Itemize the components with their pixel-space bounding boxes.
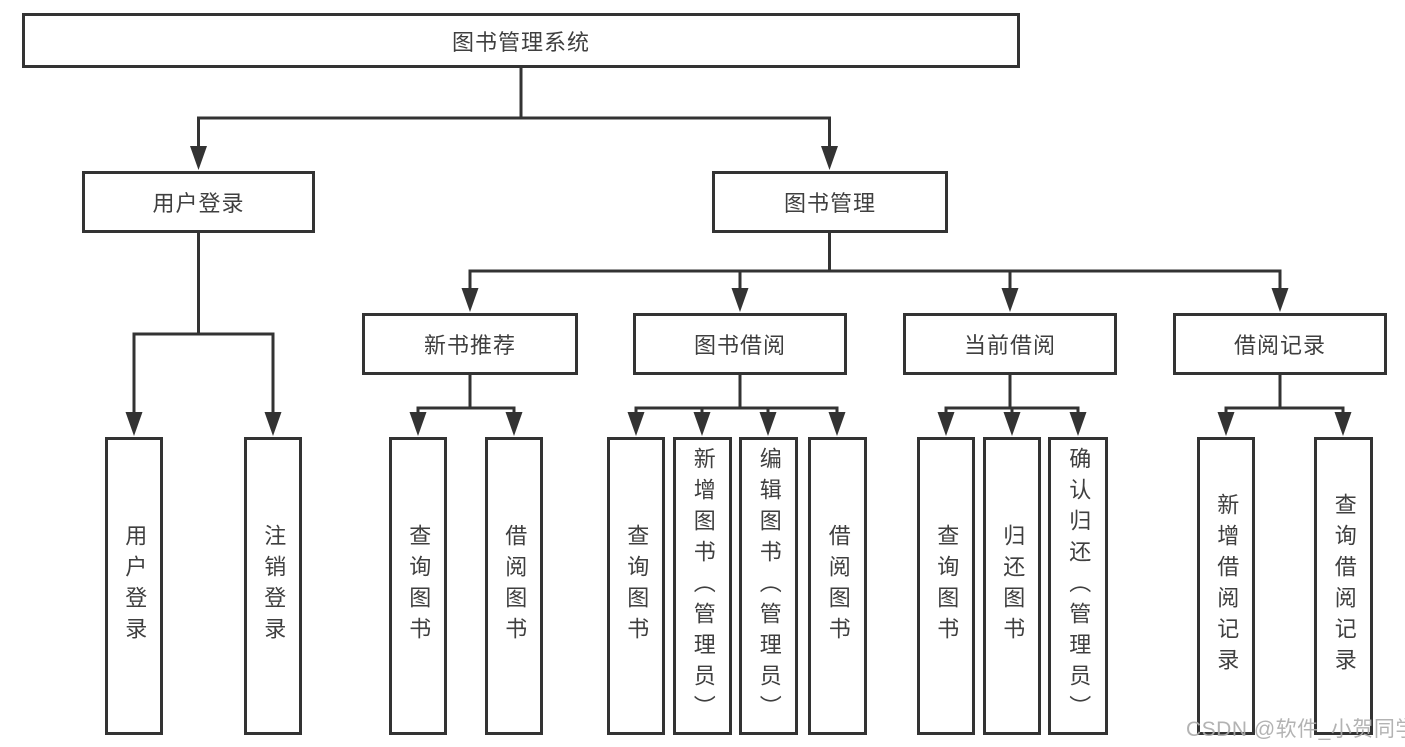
node-book-borrowing: 图书借阅 <box>633 313 847 375</box>
leaf-query-borrow-record: 查询借阅记录 <box>1314 437 1373 735</box>
node-label: 图书管理系统 <box>451 29 590 55</box>
leaf-edit-book-admin: 编辑图书（管理员） <box>739 437 798 735</box>
node-label: 借阅记录 <box>1233 333 1326 358</box>
leaf-confirm-return-admin: 确认归还（管理员） <box>1048 437 1108 735</box>
leaf-label: 编辑图书（管理员） <box>756 446 782 726</box>
leaf-label: 用户登录 <box>122 524 148 648</box>
node-label: 图书借阅 <box>693 333 786 358</box>
leaf-label: 新增图书（管理员） <box>690 446 716 726</box>
leaf-label: 确认归还（管理员） <box>1066 446 1092 726</box>
leaf-label: 查询借阅记录 <box>1331 493 1357 679</box>
leaf-borrow-books-recommend: 借阅图书 <box>485 437 543 735</box>
leaf-query-books-recommend: 查询图书 <box>389 437 447 735</box>
node-label: 图书管理 <box>783 191 876 216</box>
leaf-query-books-borrow: 查询图书 <box>607 437 665 735</box>
leaf-label: 查询图书 <box>624 524 650 648</box>
leaf-user-login: 用户登录 <box>105 437 163 735</box>
leaf-label: 查询图书 <box>934 524 960 648</box>
node-library-management-system: 图书管理系统 <box>22 13 1020 68</box>
leaf-label: 注销登录 <box>261 524 287 648</box>
node-user-login: 用户登录 <box>82 171 315 233</box>
leaf-query-books-current: 查询图书 <box>917 437 975 735</box>
leaf-label: 新增借阅记录 <box>1214 493 1240 679</box>
node-label: 用户登录 <box>152 191 245 216</box>
leaf-label: 借阅图书 <box>825 524 851 648</box>
node-label: 新书推荐 <box>423 333 516 358</box>
leaf-add-borrow-record: 新增借阅记录 <box>1197 437 1255 735</box>
leaf-borrow-books: 借阅图书 <box>808 437 867 735</box>
leaf-return-book: 归还图书 <box>983 437 1041 735</box>
node-new-book-recommendation: 新书推荐 <box>362 313 578 375</box>
node-book-management: 图书管理 <box>712 171 948 233</box>
leaf-label: 借阅图书 <box>502 524 528 648</box>
leaf-label: 归还图书 <box>1000 524 1026 648</box>
leaf-logout: 注销登录 <box>244 437 302 735</box>
node-label: 当前借阅 <box>963 333 1056 358</box>
csdn-watermark: CSDN @软件_小贺同学 <box>1186 718 1405 741</box>
node-borrowing-records: 借阅记录 <box>1173 313 1387 375</box>
node-current-borrowing: 当前借阅 <box>903 313 1117 375</box>
leaf-label: 查询图书 <box>406 524 432 648</box>
leaf-add-book-admin: 新增图书（管理员） <box>673 437 732 735</box>
